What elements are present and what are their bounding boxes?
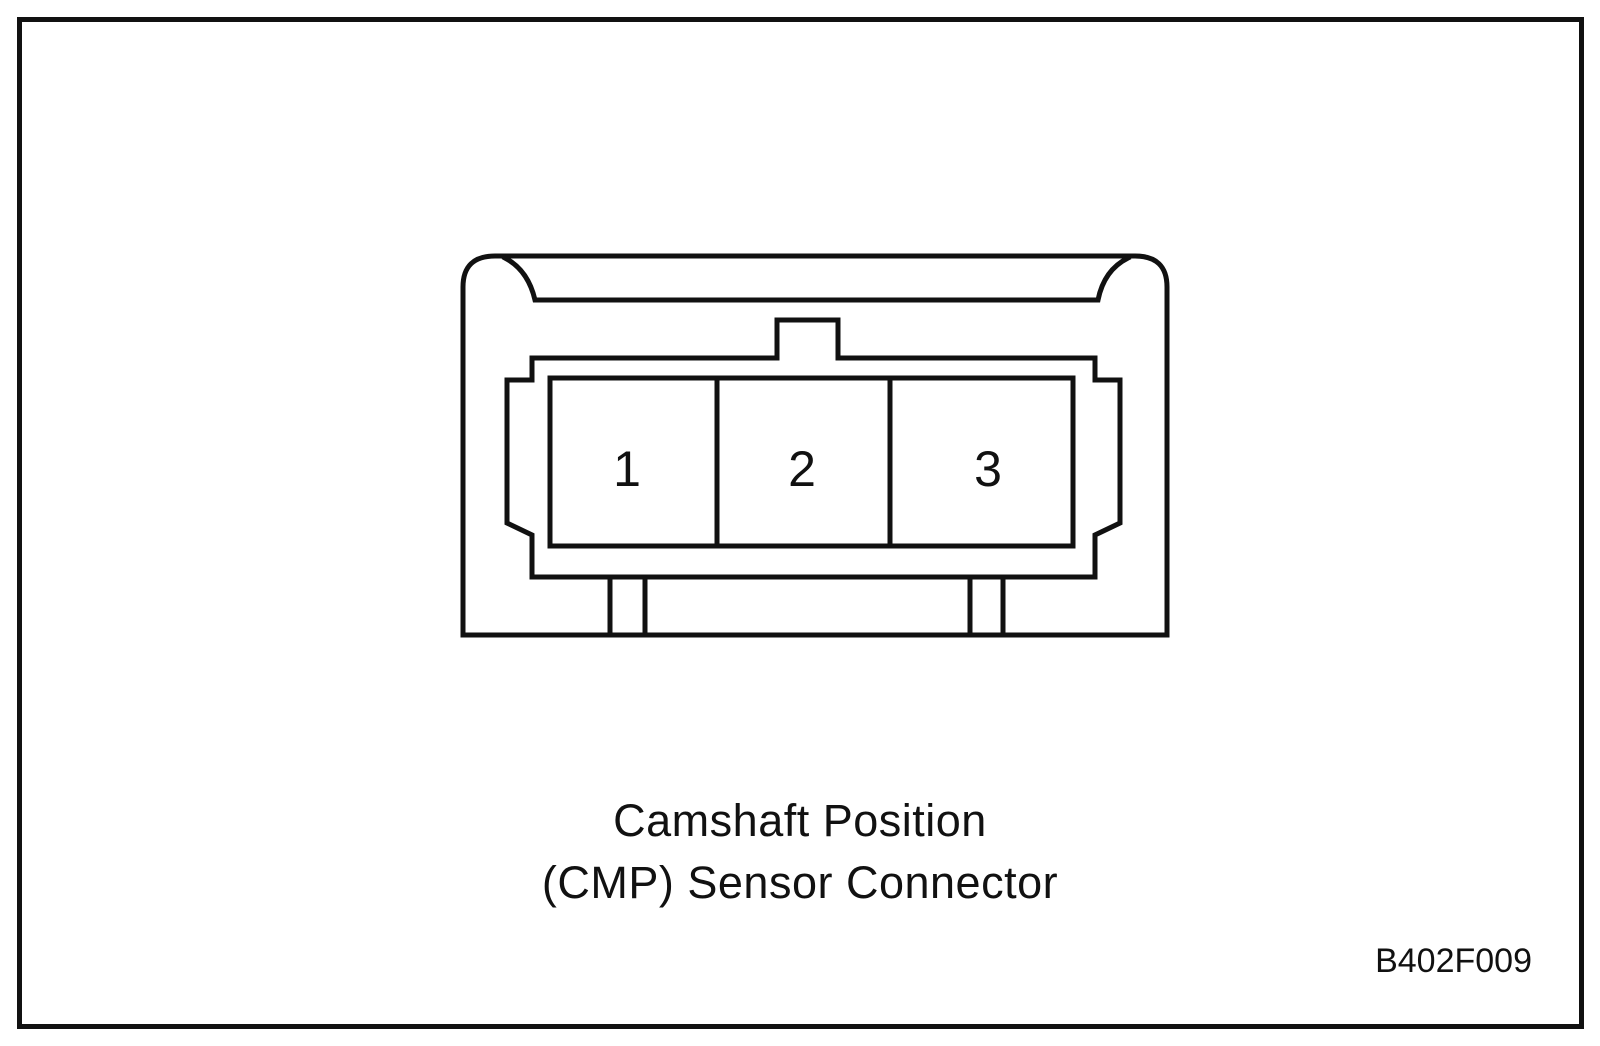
caption-title-line-1: Camshaft Position (613, 795, 987, 846)
caption-title-line-2: (CMP) Sensor Connector (541, 857, 1059, 908)
connector-latch-groove (501, 254, 1132, 303)
figure-code: B402F009 (1375, 942, 1532, 980)
connector-housing-outline (460, 253, 1170, 638)
connector-inner-shroud (504, 317, 1123, 580)
diagram-frame (17, 17, 1584, 1029)
pin-label-3: 3 (974, 441, 1002, 497)
terminal-cavity-block (547, 375, 1076, 549)
pin-label-2: 2 (788, 441, 816, 497)
pin-label-1: 1 (613, 441, 641, 497)
